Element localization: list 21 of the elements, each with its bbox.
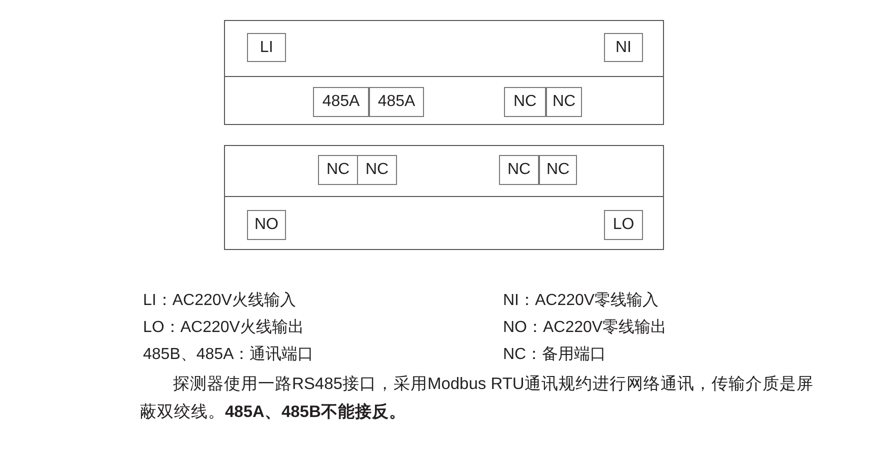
legend-text: NC：备用端口 (503, 344, 606, 365)
terminal-label: NC (539, 155, 577, 185)
terminal-label: NO (247, 210, 286, 240)
note-paragraph: 探测器使用一路RS485接口，采用Modbus RTU通讯规约进行网络通讯，传输介质是屏蔽双绞线。485A、485B不能接反。 (140, 374, 814, 423)
terminal-block-panel (224, 145, 664, 250)
terminal-label: 485A (369, 87, 424, 117)
terminal-label: NC (357, 155, 397, 185)
legend-text: LO：AC220V火线输出 (143, 318, 304, 338)
terminal-block-panel (224, 20, 664, 125)
legend-text: LI：AC220V火线输入 (143, 290, 296, 311)
terminal-label: NC (546, 87, 582, 117)
terminal-label: NC (318, 155, 358, 185)
terminal-label: LO (604, 210, 643, 240)
terminal-label: LI (247, 33, 286, 62)
terminal-label: 485A (313, 87, 369, 117)
terminal-label: NC (499, 155, 539, 185)
terminal-label: NC (504, 87, 546, 117)
legend-text: 485B、485A：通讯端口 (143, 344, 314, 365)
legend-text: NI：AC220V零线输入 (503, 290, 659, 311)
terminal-label: NI (604, 33, 643, 62)
legend-text: NO：AC220V零线输出 (503, 318, 667, 338)
